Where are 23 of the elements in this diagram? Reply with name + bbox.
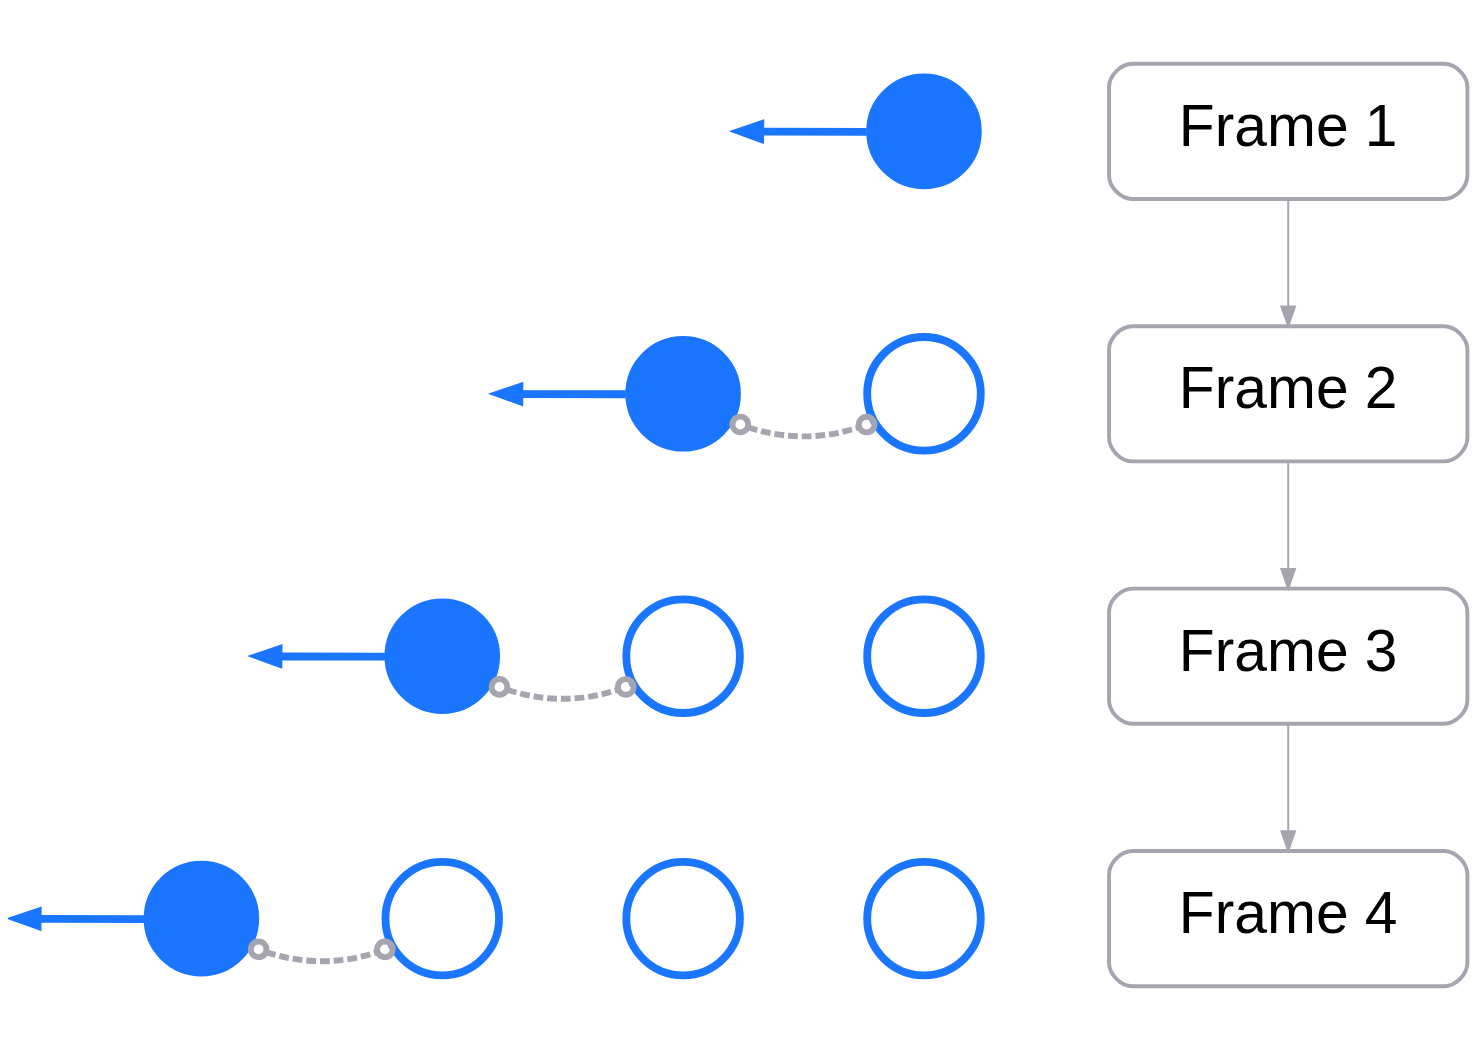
node-box: Frame 4 bbox=[1107, 848, 1470, 988]
arrow bbox=[8, 906, 145, 931]
node-box: Frame 2 bbox=[1107, 323, 1470, 463]
arrow bbox=[1279, 460, 1297, 591]
node-circle bbox=[625, 335, 741, 452]
arrow bbox=[1279, 722, 1297, 854]
node-circle bbox=[863, 595, 985, 717]
arrow bbox=[728, 118, 867, 144]
node-circle bbox=[863, 332, 985, 454]
node-circle bbox=[863, 857, 985, 979]
connector bbox=[247, 938, 396, 964]
node-circle bbox=[143, 860, 260, 976]
node-circle bbox=[384, 597, 501, 714]
connector bbox=[488, 675, 637, 702]
node-circle bbox=[622, 857, 744, 979]
node-circle bbox=[622, 595, 744, 717]
connector bbox=[729, 413, 878, 439]
node-circle bbox=[866, 73, 982, 189]
node-circle bbox=[381, 857, 503, 979]
node-box: Frame 3 bbox=[1107, 586, 1470, 726]
arrow bbox=[487, 381, 626, 406]
node-box: Frame 1 bbox=[1107, 61, 1470, 201]
arrow bbox=[247, 643, 385, 669]
